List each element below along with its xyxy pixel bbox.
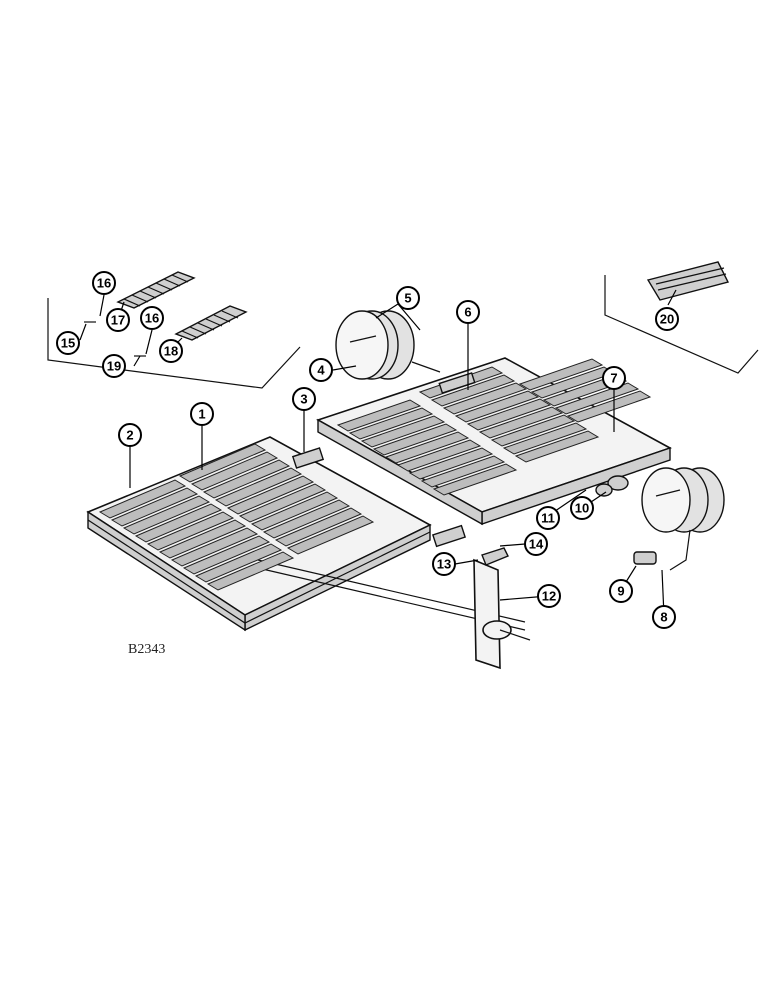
svg-text:19: 19 <box>107 359 121 374</box>
svg-text:8: 8 <box>660 610 667 625</box>
brackets <box>291 372 476 548</box>
drum-assembly-right <box>641 467 725 571</box>
svg-text:11: 11 <box>541 511 555 526</box>
callout-10: 10 <box>570 496 594 520</box>
callout-5: 5 <box>396 286 420 310</box>
callout-8: 8 <box>652 605 676 629</box>
svg-text:15: 15 <box>61 336 75 351</box>
svg-text:6: 6 <box>464 305 471 320</box>
callout-16-upper: 16 <box>92 271 116 295</box>
slats-right <box>336 358 652 496</box>
callout-12: 12 <box>537 584 561 608</box>
svg-text:14: 14 <box>529 537 544 552</box>
callout-16-lower: 16 <box>140 306 164 330</box>
callout-19: 19 <box>102 354 126 378</box>
callout-3: 3 <box>292 387 316 411</box>
callout-15: 15 <box>56 331 80 355</box>
svg-text:17: 17 <box>111 313 125 328</box>
svg-text:18: 18 <box>164 344 178 359</box>
callout-11: 11 <box>536 506 560 530</box>
svg-text:2: 2 <box>126 428 133 443</box>
figure-id-label: B2343 <box>128 642 165 657</box>
svg-text:1: 1 <box>198 407 205 422</box>
callout-1: 1 <box>190 402 214 426</box>
slats-left <box>98 443 375 591</box>
svg-text:12: 12 <box>542 589 556 604</box>
callout-14: 14 <box>524 532 548 556</box>
callout-2: 2 <box>118 423 142 447</box>
inset-right <box>604 261 759 374</box>
svg-text:20: 20 <box>660 312 674 327</box>
small-parts <box>595 475 657 565</box>
svg-text:16: 16 <box>145 311 159 326</box>
inset-left <box>47 271 301 389</box>
svg-text:10: 10 <box>575 501 589 516</box>
svg-text:5: 5 <box>404 291 411 306</box>
inset-slats-18 <box>181 310 239 339</box>
callout-9: 9 <box>609 579 633 603</box>
drum-assembly-left <box>335 310 441 380</box>
callout-20: 20 <box>655 307 679 331</box>
callout-13: 13 <box>432 552 456 576</box>
inset-slats-17 <box>123 274 189 307</box>
svg-text:7: 7 <box>610 371 617 386</box>
svg-text:3: 3 <box>300 392 307 407</box>
callout-18: 18 <box>159 339 183 363</box>
callout-7: 7 <box>602 366 626 390</box>
callout-6: 6 <box>456 300 480 324</box>
svg-text:4: 4 <box>317 363 325 378</box>
callout-17: 17 <box>106 308 130 332</box>
svg-text:13: 13 <box>437 557 451 572</box>
svg-text:16: 16 <box>97 276 111 291</box>
arm-assembly <box>473 547 531 670</box>
svg-text:9: 9 <box>617 584 624 599</box>
callout-4: 4 <box>309 358 333 382</box>
